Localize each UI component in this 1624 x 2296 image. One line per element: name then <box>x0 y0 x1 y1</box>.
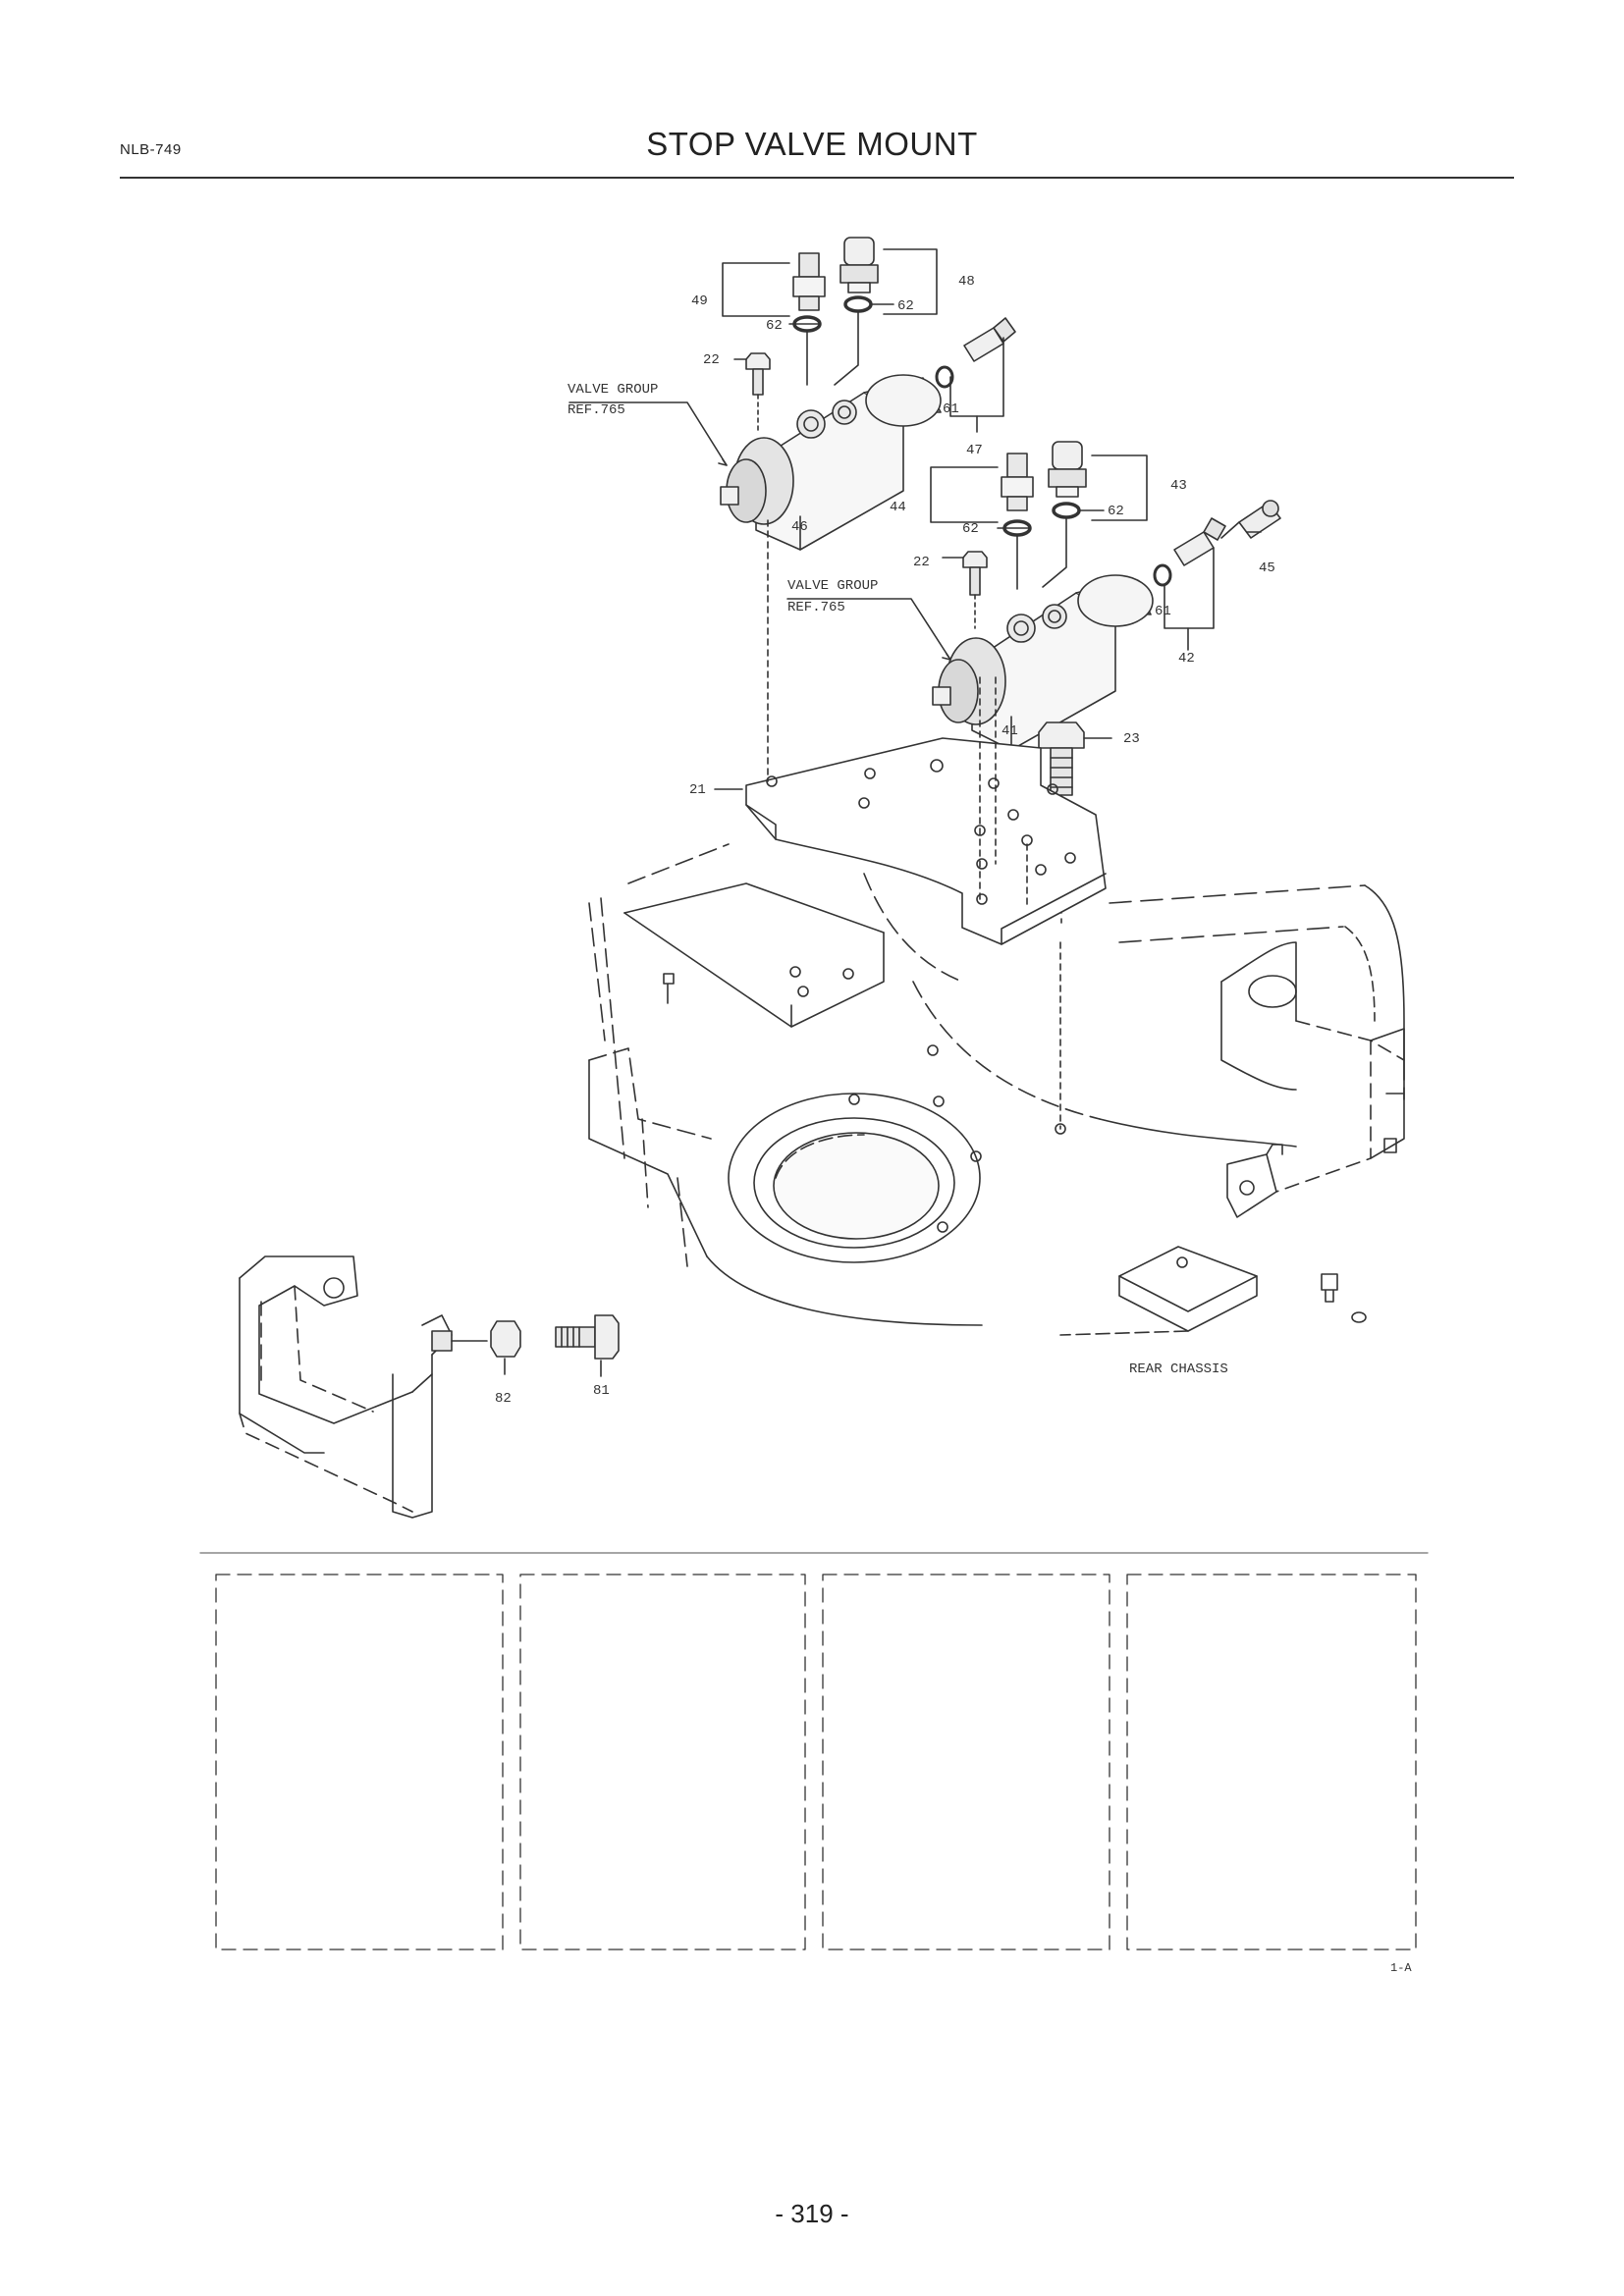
callout-48: 48 <box>958 274 975 290</box>
mounting-plate-21 <box>714 737 1107 945</box>
callout-21: 21 <box>689 782 706 798</box>
nut-82 <box>490 1320 521 1375</box>
callout-62: 62 <box>766 318 783 334</box>
callout-61: 61 <box>943 401 959 417</box>
upper-elbow-fitting-47 <box>935 317 1016 433</box>
callout-61: 61 <box>1155 604 1171 619</box>
valve-group-leaders <box>568 401 951 661</box>
assembly-center-lines <box>767 519 1061 1130</box>
upper-valve-body-46 <box>720 374 942 551</box>
notes-boxes <box>215 1574 1417 1950</box>
callout-45: 45 <box>1259 561 1275 576</box>
callout-43: 43 <box>1170 478 1187 494</box>
page-title: STOP VALVE MOUNT <box>646 126 978 162</box>
lower-fittings <box>930 441 1148 590</box>
rear-chassis <box>588 843 1405 1336</box>
upper-bolt-22 <box>733 352 771 433</box>
callout-41: 41 <box>1001 723 1018 739</box>
callout-49: 49 <box>691 294 708 309</box>
document-code: NLB-749 <box>120 141 182 158</box>
callout-62: 62 <box>1108 504 1124 519</box>
rear-chassis-label: REAR CHASSIS <box>1129 1362 1228 1377</box>
callout-62: 62 <box>962 521 979 537</box>
lower-fitting-45 <box>1238 500 1281 539</box>
lower-bolt-22 <box>942 551 988 629</box>
callout-81: 81 <box>593 1383 610 1399</box>
callout-22: 22 <box>913 555 930 570</box>
bolt-81 <box>555 1314 620 1377</box>
upper-fittings <box>722 237 938 386</box>
title-divider <box>120 177 1514 179</box>
callout-22: 22 <box>703 352 720 368</box>
left-bracket <box>239 1255 488 1519</box>
callout-47: 47 <box>966 443 983 458</box>
valve-group-ref: REF.765 <box>787 600 845 615</box>
callout-62: 62 <box>897 298 914 314</box>
valve-group-label: VALVE GROUP <box>568 382 658 398</box>
lower-valve-body-41 <box>932 574 1154 751</box>
callout-42: 42 <box>1178 651 1195 667</box>
valve-group-ref: REF.765 <box>568 402 625 418</box>
callout-82: 82 <box>495 1391 512 1407</box>
sheet-code: 1-A <box>1390 1961 1412 1975</box>
bolt-23 <box>1038 721 1112 924</box>
valve-group-label: VALVE GROUP <box>787 578 878 594</box>
callout-44: 44 <box>890 500 906 515</box>
lower-tee-fitting-42 <box>1153 517 1240 651</box>
page-number: - 319 - <box>775 2199 849 2228</box>
callout-23: 23 <box>1123 731 1140 747</box>
callout-46: 46 <box>791 519 808 535</box>
